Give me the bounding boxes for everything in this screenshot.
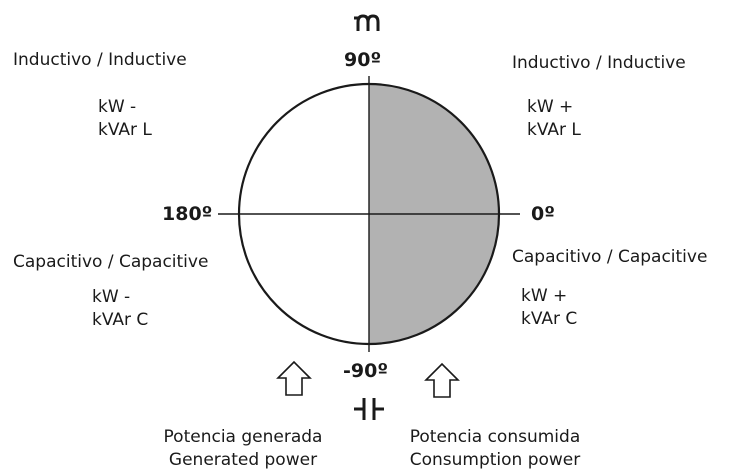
consumption-up-arrow-icon — [424, 362, 460, 398]
quadrant-bottom-right-kvar: kVAr C — [521, 309, 578, 329]
capacitor-icon — [354, 398, 384, 420]
quadrant-bottom-right-kw: kW + — [521, 286, 568, 306]
quadrant-bottom-left-kvar: kVAr C — [92, 310, 149, 330]
quadrant-bottom-left-kw: kW - — [92, 287, 131, 307]
quadrant-bottom-right-title: Capacitivo / Capacitive — [512, 247, 708, 267]
quadrant-bottom-left-title: Capacitivo / Capacitive — [13, 252, 209, 272]
inductor-icon — [354, 14, 380, 31]
quadrant-top-right-title: Inductivo / Inductive — [512, 53, 686, 73]
quadrant-top-right-kvar: kVAr L — [527, 120, 581, 140]
quadrant-top-left-kvar: kVAr L — [98, 120, 152, 140]
generated-power-es: Potencia generada — [163, 427, 323, 447]
quadrant-top-right-kw: kW + — [527, 97, 574, 117]
angle-180-label: 180º — [162, 203, 213, 225]
consumption-power-en: Consumption power — [409, 450, 581, 470]
consumption-power-es: Potencia consumida — [409, 427, 581, 447]
angle-0-label: 0º — [531, 203, 555, 225]
generated-up-arrow-icon — [276, 360, 312, 396]
angle-90-label: 90º — [344, 49, 382, 71]
quadrant-top-left-title: Inductivo / Inductive — [13, 50, 187, 70]
quadrant-top-left-kw: kW - — [98, 97, 137, 117]
angle-minus-90-label: -90º — [343, 360, 389, 382]
generated-power-en: Generated power — [168, 450, 318, 470]
consumption-power-caption: Potencia consumida Consumption power — [396, 427, 594, 470]
generated-power-caption: Potencia generada Generated power — [150, 427, 336, 470]
